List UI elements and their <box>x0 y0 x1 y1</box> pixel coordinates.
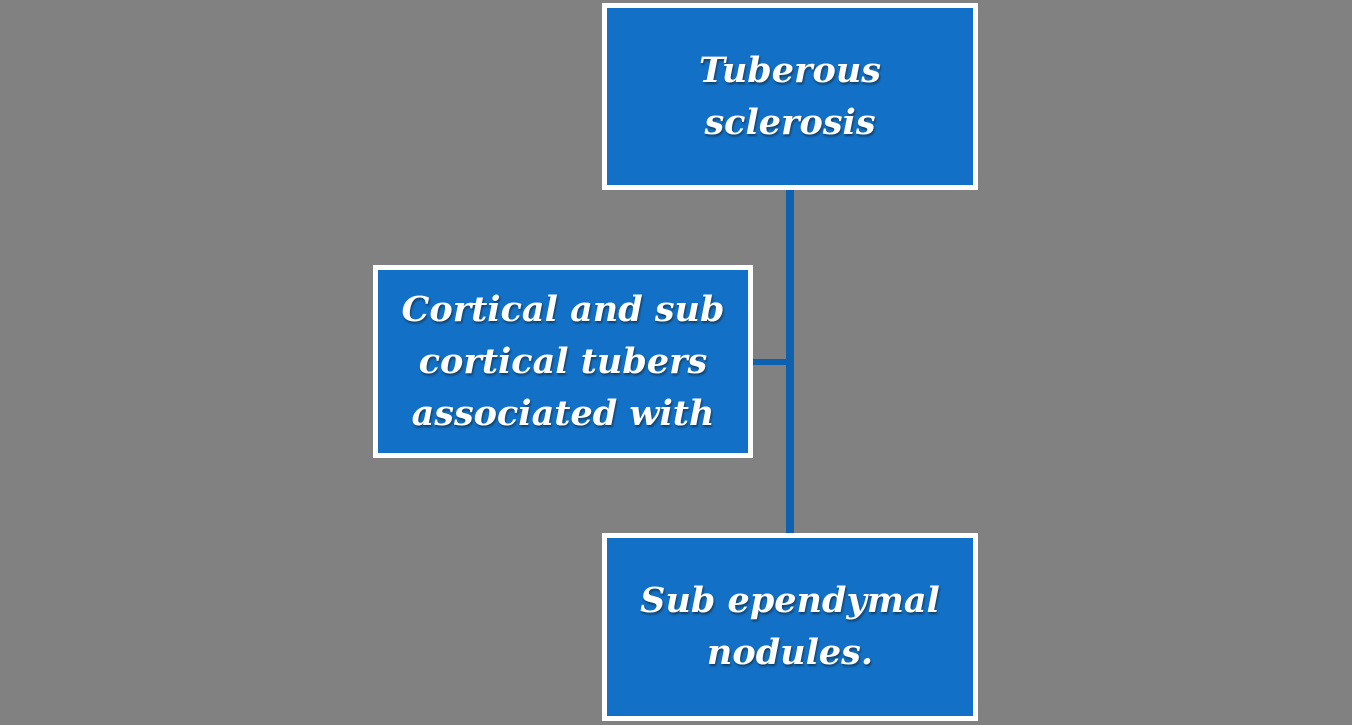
node-subependymal-nodules-label: Sub ependymal nodules. <box>640 575 940 679</box>
node-cortical-subcortical-tubers-label: Cortical and sub cortical tubers associa… <box>402 284 725 440</box>
node-subependymal-nodules: Sub ependymal nodules. <box>602 533 978 721</box>
label-line: cortical tubers <box>418 340 708 382</box>
label-line: Sub ependymal <box>640 580 940 621</box>
label-line: nodules. <box>706 632 874 673</box>
label-line: associated with <box>411 392 715 434</box>
label-line: Cortical and sub <box>401 288 725 330</box>
connector-horizontal-line <box>752 359 794 365</box>
label-line: Tuberous <box>699 49 881 91</box>
node-tuberous-sclerosis-label: Tuberous sclerosis <box>699 45 881 149</box>
label-line: sclerosis <box>704 101 876 143</box>
node-tuberous-sclerosis: Tuberous sclerosis <box>602 3 978 190</box>
node-cortical-subcortical-tubers: Cortical and sub cortical tubers associa… <box>373 265 753 458</box>
